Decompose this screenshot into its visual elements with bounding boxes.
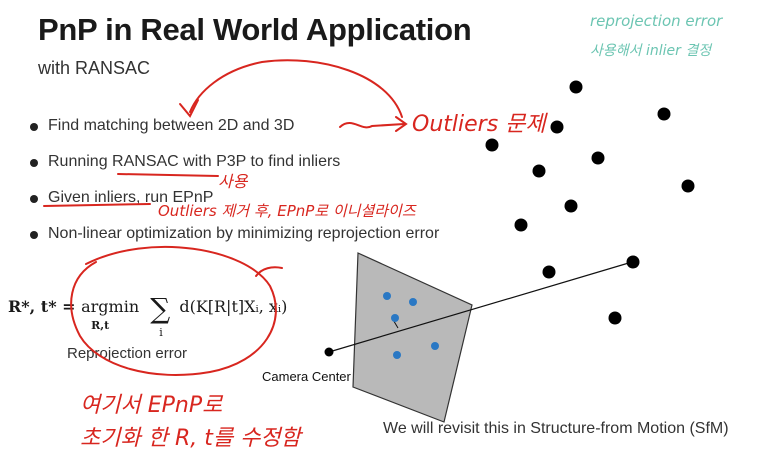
world-point <box>532 164 546 178</box>
formula-rhs: d(K[R|t]Xᵢ, xᵢ) <box>179 297 288 316</box>
circle-tail <box>255 266 283 277</box>
bullet-item: Running RANSAC with P3P to find inliers <box>30 153 439 189</box>
slide-title: PnP in Real World Application <box>38 12 472 47</box>
projected-point <box>383 292 391 300</box>
formula-argmin: argmin R,t <box>81 297 140 332</box>
outliers-note: Outliers 문제 <box>412 112 546 137</box>
image-plane <box>352 252 473 423</box>
ransac-underline <box>117 173 219 177</box>
projected-point <box>393 351 401 359</box>
world-point <box>550 120 564 134</box>
formula-operator: argmin <box>81 297 140 316</box>
world-point <box>591 151 605 165</box>
formula-sum-symbol: ∑ <box>150 292 171 325</box>
red-ink-strokes <box>43 59 408 376</box>
camera-center-point <box>324 347 334 357</box>
world-point <box>626 255 640 269</box>
projected-point <box>409 298 417 306</box>
epnp-note-line-1: 여기서 EPnP로 <box>80 393 223 418</box>
arrowhead <box>179 99 199 118</box>
outliers-arrow <box>339 122 405 129</box>
use-note: 사용 <box>218 172 248 191</box>
world-point <box>681 179 695 193</box>
sfm-note: We will revisit this in Structure-from M… <box>383 420 729 437</box>
epnp-note-line-2: 초기화 한 R, t를 수정함 <box>80 426 301 451</box>
teal-note-line-2: 사용해서 inlier 결정 <box>590 43 712 59</box>
bullet-list: Find matching between 2D and 3D Running … <box>30 117 439 261</box>
reprojection-formula: R*, t* = argmin R,t ∑ i d(K[R|t]Xᵢ, xᵢ) <box>8 292 288 339</box>
projected-point <box>391 314 399 322</box>
formula-sum: ∑ i <box>150 292 171 339</box>
world-point <box>657 107 671 121</box>
formula-caption: Reprojection error <box>67 345 188 362</box>
removal-note: Outliers 제거 후, EPnP로 이니셜라이즈 <box>158 202 416 220</box>
teal-note-line-1: reprojection error <box>590 12 723 30</box>
formula-lhs: R*, t* = <box>8 297 82 316</box>
world-point <box>542 265 556 279</box>
projection-ray <box>328 261 633 353</box>
inliers-underline <box>43 203 151 207</box>
world-point <box>564 199 578 213</box>
world-point <box>608 311 622 325</box>
bullet-item: Given inliers, run EPnP <box>30 189 439 225</box>
formula-operator-subscript: R,t <box>91 319 110 332</box>
arc-arrow <box>189 59 403 118</box>
world-point <box>569 80 583 94</box>
formula-sum-subscript: i <box>159 326 163 339</box>
world-point <box>514 218 528 232</box>
projected-point <box>431 342 439 350</box>
arrowhead <box>395 116 408 132</box>
formula-circle <box>70 245 277 376</box>
camera-center-label: Camera Center <box>262 369 351 384</box>
bullet-item: Non-linear optimization by minimizing re… <box>30 225 439 261</box>
bullet-item: Find matching between 2D and 3D <box>30 117 439 153</box>
slide-subtitle: with RANSAC <box>38 58 151 78</box>
world-point <box>485 138 499 152</box>
